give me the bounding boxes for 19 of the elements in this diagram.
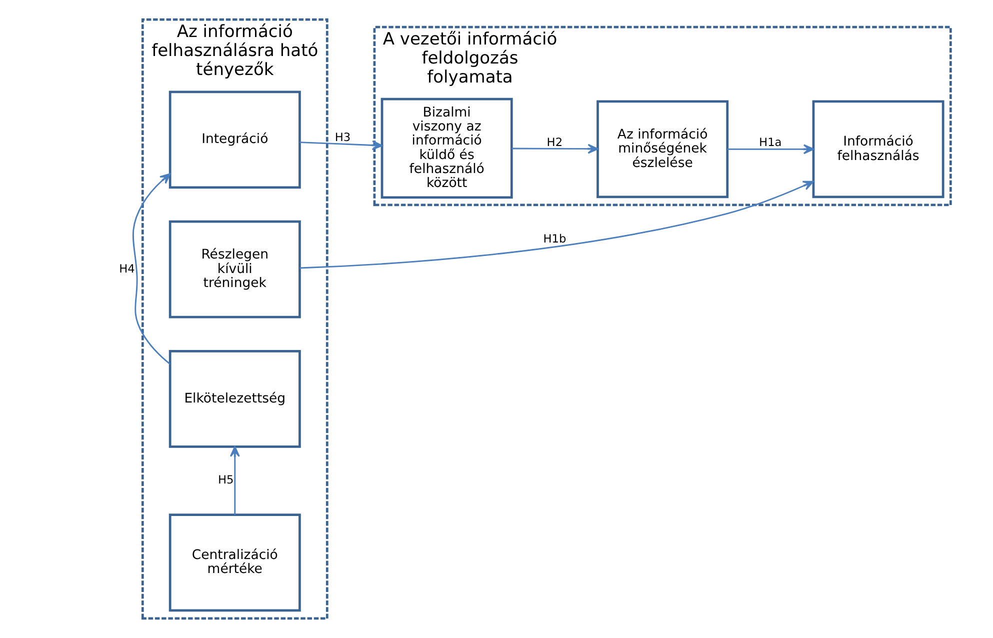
node-box: Centralizáció mértéke (168, 514, 301, 612)
node-box: Bizalmi viszony az információ küldő és felhasználó között (380, 98, 513, 199)
arrow (727, 144, 814, 154)
edge-label: H2 (546, 134, 563, 149)
arrow (300, 140, 383, 150)
node-box: Integráció (168, 90, 301, 189)
node-box: Elkötelezettség (168, 350, 301, 448)
node-box: Az információ minőségének észlelése (596, 100, 729, 198)
edge-label: H3 (334, 130, 351, 144)
arrow (512, 144, 598, 154)
arrow (132, 173, 171, 365)
edge-label: H4 (119, 261, 135, 276)
edge-label: H1b (543, 231, 566, 246)
edge-label: H1a (759, 134, 782, 149)
arrow (300, 180, 814, 269)
edge-label: H5 (218, 472, 234, 487)
arrow (230, 446, 240, 515)
node-box: Információ felhasználás (812, 100, 944, 198)
node-box: Részlegen kívüli tréningek (168, 220, 301, 318)
